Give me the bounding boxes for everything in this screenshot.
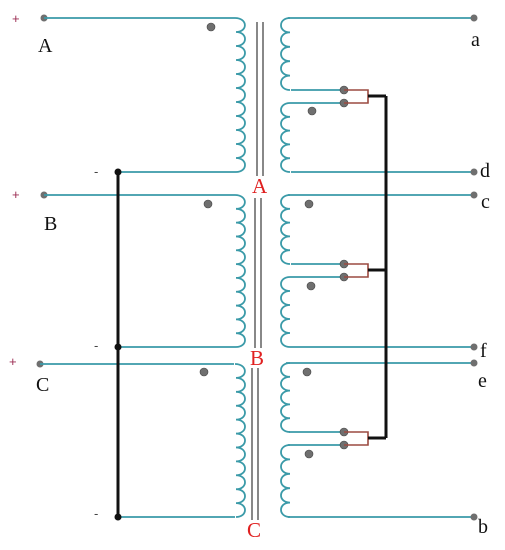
minus-sign-c: -	[94, 506, 98, 521]
terminal-dot-d[interactable]	[470, 168, 478, 176]
secondary-coil-e-lower	[280, 444, 291, 518]
terminal-dot-a[interactable]	[470, 14, 478, 22]
terminal-label-C: C	[36, 374, 49, 396]
terminal-label-c: c	[481, 191, 490, 213]
polarity-dot-e-lower	[304, 449, 314, 459]
secondary-coil-c-upper	[280, 194, 291, 265]
terminal-label-B: B	[44, 213, 57, 235]
plus-sign-b: +	[12, 187, 20, 202]
secondary-coil-a-upper	[280, 17, 291, 91]
terminal-label-d: d	[480, 160, 490, 182]
terminal-dot-b[interactable]	[470, 513, 478, 521]
secondary-coil-c-lower	[280, 276, 291, 348]
neutral-junction-A	[114, 168, 122, 176]
secondary-coil-e-upper	[280, 362, 291, 433]
terminal-label-a: a	[471, 29, 480, 51]
polarity-dot-c-lower	[306, 281, 316, 291]
primary-coil-A	[234, 17, 246, 173]
terminal-dot-f[interactable]	[470, 343, 478, 351]
core-label-C: C	[247, 518, 261, 542]
polarity-dot-a-lower	[307, 106, 317, 116]
minus-sign-b: -	[94, 338, 98, 353]
terminal-label-e: e	[478, 370, 487, 392]
terminal-dot-c[interactable]	[470, 191, 478, 199]
primary-coil-B	[234, 194, 246, 348]
terminal-dot-e[interactable]	[470, 359, 478, 367]
polarity-dot-e	[302, 367, 312, 377]
plus-sign-c: +	[9, 354, 17, 369]
core-label-B: B	[250, 346, 264, 370]
core-label-A: A	[252, 174, 268, 198]
plus-sign-a: +	[12, 11, 20, 26]
primary-windings: + A - + B - + C -	[9, 11, 246, 521]
minus-sign-a: -	[94, 164, 98, 179]
terminal-label-A: A	[38, 35, 53, 57]
transformer-cores: A B C	[247, 22, 268, 542]
neutral-junction-C	[114, 513, 122, 521]
polarity-dot-C	[199, 367, 209, 377]
neutral-junction-B	[114, 343, 122, 351]
terminal-label-b: b	[478, 516, 488, 538]
terminal-label-f: f	[480, 340, 487, 362]
secondary-coil-a-lower	[280, 102, 291, 173]
polarity-dot-B	[203, 199, 213, 209]
polarity-dot-c	[304, 199, 314, 209]
secondary-windings: a d c f e b	[280, 14, 490, 538]
polarity-dot-A	[206, 22, 216, 32]
primary-coil-C	[234, 363, 246, 518]
